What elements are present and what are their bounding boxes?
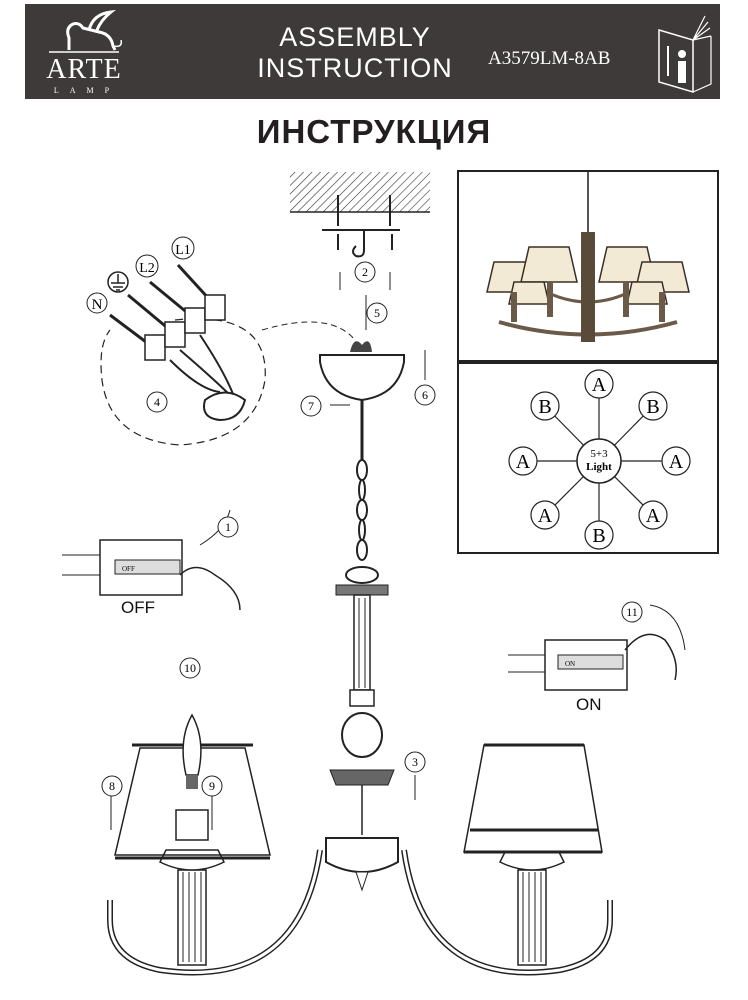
- step-number-11: 11: [626, 605, 638, 619]
- arm-node-label: B: [646, 396, 659, 418]
- arm-node-label: A: [592, 374, 607, 396]
- arm-node: [638, 391, 668, 421]
- candle-bulb: [182, 713, 202, 776]
- arm-node: [584, 520, 614, 550]
- page-title: ИНСТРУКЦИЯ: [256, 113, 492, 150]
- ground-icon: [107, 271, 129, 293]
- detail-callout: [100, 318, 266, 446]
- step-badge: [146, 391, 168, 413]
- arm-node: [508, 446, 538, 476]
- step-badge: [366, 302, 388, 324]
- arm-node-label: A: [538, 505, 553, 527]
- wire-neutral: N: [92, 297, 103, 313]
- arm-layout-diagram: 5+3 Light A B B A A A A B: [457, 362, 719, 554]
- layout-diagram-svg: 5+3 Light A B B A A A A B: [508, 369, 691, 550]
- center-hub: [576, 438, 622, 484]
- off-label: OFF: [121, 598, 155, 617]
- header-title: ASSEMBLY INSTRUCTION: [245, 22, 465, 84]
- step-number-3: 3: [412, 755, 418, 769]
- step-badge: [201, 775, 223, 797]
- step-badge: [621, 601, 643, 623]
- ceiling-hatch: [290, 172, 430, 212]
- chain: [356, 459, 368, 561]
- step-badge: [414, 384, 436, 406]
- step-number-4: 4: [154, 395, 160, 409]
- brand-subtitle: LAMP: [53, 86, 121, 95]
- winged-lion-icon: [49, 9, 123, 53]
- terminal-block: [144, 294, 226, 361]
- wire-l1: L1: [175, 243, 191, 258]
- off-mark: OFF: [122, 565, 135, 573]
- arm-node-label: A: [669, 451, 684, 473]
- arm-node-label: A: [516, 451, 531, 473]
- switch-on: ON: [508, 604, 686, 691]
- direction-arrows: [110, 272, 426, 830]
- info-book-icon: [658, 15, 712, 94]
- wires: [109, 263, 212, 347]
- right-lampshade: [463, 744, 603, 853]
- switch-off: OFF: [62, 539, 241, 611]
- on-mark: ON: [565, 660, 575, 668]
- product-photo: [457, 170, 719, 362]
- step-badge: [101, 775, 123, 797]
- step-badge: [179, 657, 201, 679]
- step-badge: [354, 261, 376, 283]
- step-number-2: 2: [362, 265, 368, 279]
- arm-node: [530, 500, 560, 530]
- center-label: Light: [586, 461, 612, 473]
- step-number-7: 7: [308, 399, 314, 413]
- on-label: ON: [576, 695, 602, 714]
- step-number-9: 9: [209, 779, 215, 793]
- mounting-bracket: [322, 195, 400, 258]
- step-badge: [300, 395, 322, 417]
- canopy: [319, 354, 405, 402]
- center-count: 5+3: [590, 448, 608, 460]
- arm-node-label: A: [646, 505, 661, 527]
- wire-l2: L2: [139, 261, 155, 276]
- brand-name: ARTE: [46, 54, 122, 85]
- step-number-10: 10: [184, 661, 196, 675]
- step-number-5: 5: [374, 306, 380, 320]
- left-lampshade: [114, 747, 271, 856]
- arm-node: [584, 369, 614, 399]
- chandelier-photo: [486, 172, 690, 342]
- step-number-8: 8: [109, 779, 115, 793]
- brand-logo: ARTE LAMP: [39, 9, 129, 96]
- header-title-line2: INSTRUCTION: [257, 53, 453, 83]
- model-number: A3579LM-8AB: [488, 48, 611, 69]
- arm-node: [638, 500, 668, 530]
- header-banner: ARTE LAMP ASSEMBLY INSTRUCTION A3579LM-8…: [25, 4, 720, 99]
- arm-node: [530, 391, 560, 421]
- arm-node-label: B: [592, 525, 605, 547]
- step-badge: [404, 751, 426, 773]
- header-title-line1: ASSEMBLY: [279, 22, 431, 52]
- step-number-6: 6: [422, 388, 428, 402]
- arm-node: [661, 446, 691, 476]
- arm-node-label: B: [538, 396, 551, 418]
- step-badge: [217, 516, 239, 538]
- step-number-1: 1: [225, 520, 231, 534]
